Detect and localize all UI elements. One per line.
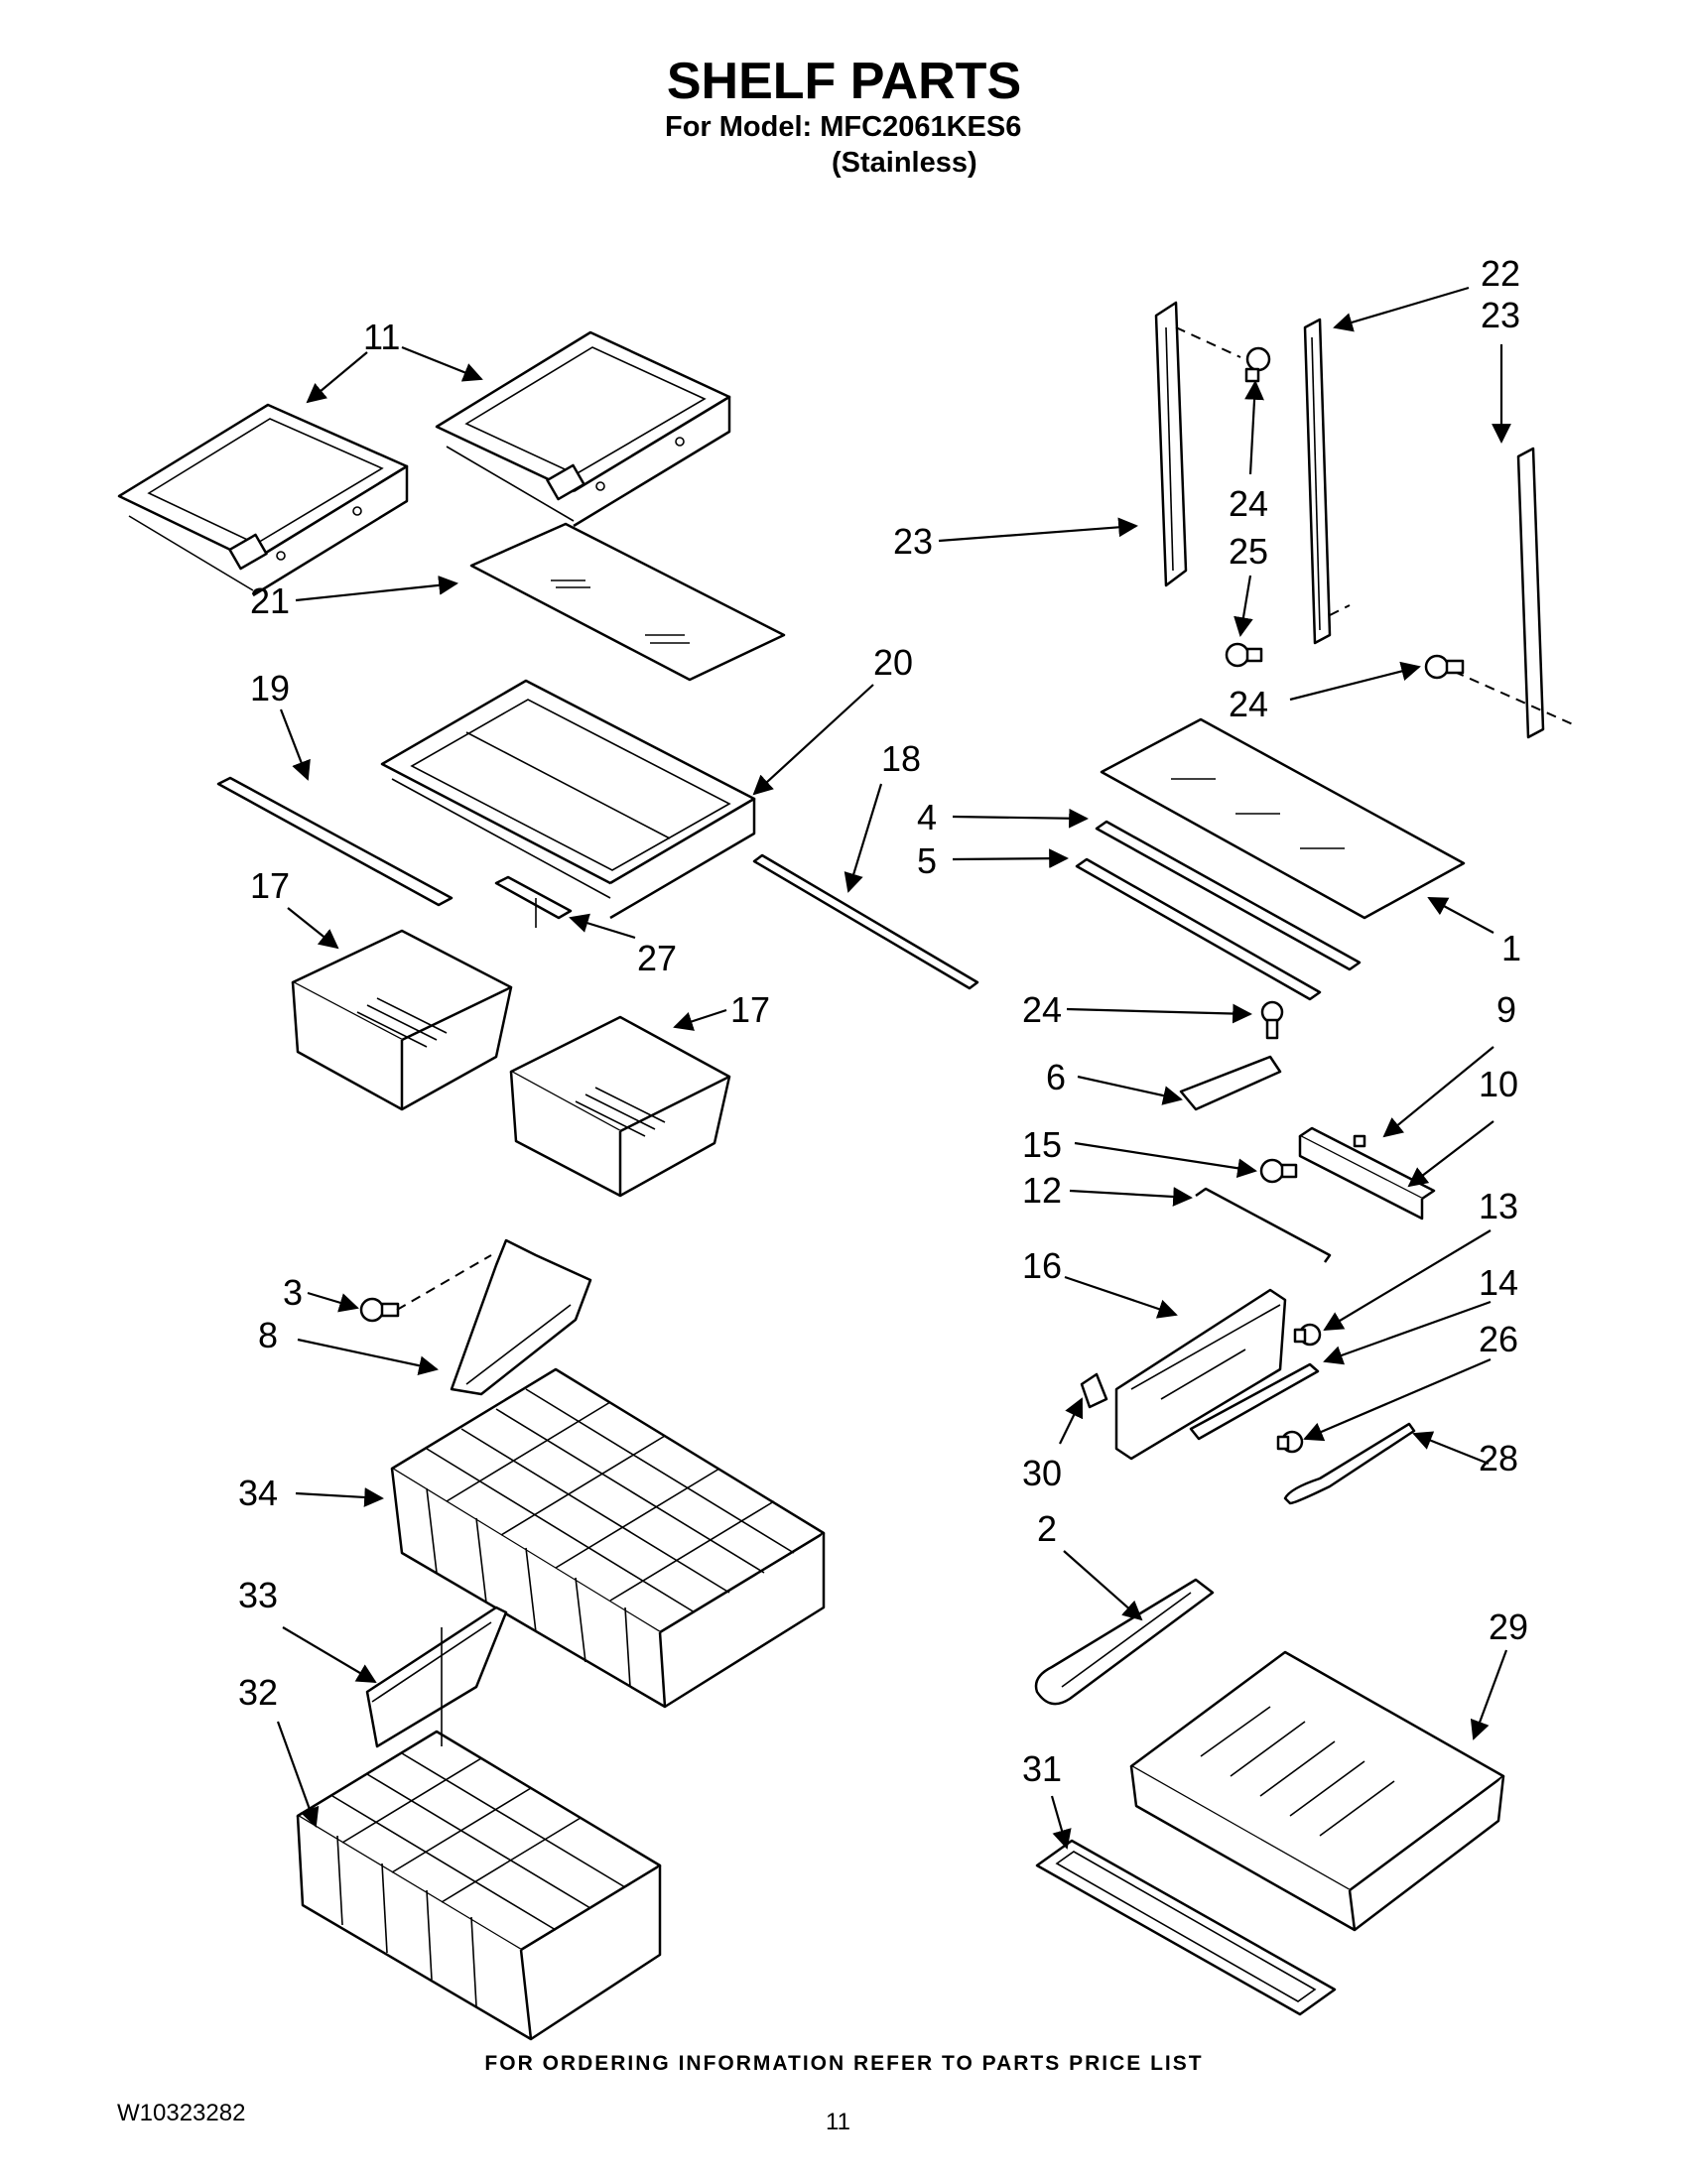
callout-17-right: 17 bbox=[730, 989, 770, 1030]
callout-29: 29 bbox=[1489, 1606, 1528, 1647]
callout-14: 14 bbox=[1479, 1262, 1518, 1303]
shelf-frame-right-drawing bbox=[435, 330, 731, 528]
small-divider-drawing bbox=[494, 875, 573, 928]
callout-34: 34 bbox=[238, 1473, 278, 1513]
wire-basket-upper-drawing bbox=[390, 1367, 826, 1709]
callout-20: 20 bbox=[873, 642, 913, 683]
callout-1: 1 bbox=[1501, 928, 1521, 968]
screw-right-drawing bbox=[1424, 654, 1465, 680]
callout-3: 3 bbox=[283, 1272, 303, 1313]
callout-28: 28 bbox=[1479, 1438, 1518, 1478]
drawer-handle-trim-drawing bbox=[1034, 1578, 1215, 1706]
document-number: W10323282 bbox=[117, 2100, 246, 2126]
crisper-drawer-left-drawing bbox=[291, 929, 513, 1111]
screw-3-drawing bbox=[359, 1297, 400, 1323]
shelf-ladder-left-drawing bbox=[1154, 301, 1188, 587]
glass-shelf-drawing bbox=[1100, 717, 1466, 920]
shelf-ladder-right-drawing bbox=[1516, 447, 1545, 739]
trim-strip-drawing bbox=[216, 776, 454, 907]
model-line: For Model: MFC2061KES6 bbox=[665, 111, 1022, 143]
callout-30: 30 bbox=[1022, 1453, 1062, 1493]
clip-30-drawing bbox=[1080, 1372, 1108, 1409]
callout-22: 22 bbox=[1481, 253, 1520, 294]
callout-9: 9 bbox=[1496, 989, 1516, 1030]
callout-12: 12 bbox=[1022, 1170, 1062, 1211]
model-variant: (Stainless) bbox=[832, 147, 977, 179]
crisper-cover-frame-drawing bbox=[380, 679, 756, 920]
callout-24-lower: 24 bbox=[1022, 989, 1062, 1030]
callout-31: 31 bbox=[1022, 1748, 1062, 1789]
page-title: SHELF PARTS bbox=[666, 53, 1022, 110]
callout-5: 5 bbox=[917, 840, 937, 881]
long-trim-rod-drawing bbox=[752, 853, 979, 990]
callout-15: 15 bbox=[1022, 1124, 1062, 1165]
callout-6: 6 bbox=[1046, 1057, 1066, 1097]
slide-rod-drawing bbox=[1195, 1187, 1332, 1263]
callout-11: 11 bbox=[363, 317, 400, 357]
callout-19: 19 bbox=[250, 668, 290, 708]
callout-25: 25 bbox=[1229, 531, 1268, 572]
callout-23-right: 23 bbox=[1481, 295, 1520, 335]
deli-drawer-pan-drawing bbox=[1129, 1650, 1505, 1932]
callout-18: 18 bbox=[881, 738, 921, 779]
assembly-line-screw-right bbox=[1438, 664, 1574, 725]
callout-24-upper: 24 bbox=[1229, 483, 1268, 524]
shelf-frame-left-drawing bbox=[117, 403, 409, 597]
callout-labels: 11 21 19 20 18 17 17 27 23 22 23 24 25 2… bbox=[238, 253, 1528, 1789]
drawer-slide-housing-drawing bbox=[1114, 1288, 1287, 1461]
basket-divider-drawing bbox=[450, 1238, 592, 1396]
cover-28-drawing bbox=[1283, 1422, 1416, 1505]
ordering-info-note: FOR ORDERING INFORMATION REFER TO PARTS … bbox=[484, 2052, 1204, 2075]
callout-13: 13 bbox=[1479, 1186, 1518, 1226]
callout-32: 32 bbox=[238, 1672, 278, 1713]
callout-10: 10 bbox=[1479, 1064, 1518, 1104]
callout-4: 4 bbox=[917, 797, 937, 837]
shelf-ladder-center-drawing bbox=[1303, 318, 1332, 645]
shelf-trim-rear-drawing bbox=[1075, 857, 1322, 1001]
callout-leaders bbox=[276, 286, 1511, 1850]
assembly-line-screw-left bbox=[1175, 326, 1241, 358]
callout-21: 21 bbox=[250, 580, 290, 621]
callout-2: 2 bbox=[1037, 1508, 1057, 1549]
slide-rail-upper-drawing bbox=[1298, 1126, 1436, 1220]
callout-8: 8 bbox=[258, 1315, 278, 1355]
shelf-trim-front-drawing bbox=[1095, 820, 1362, 971]
callout-27: 27 bbox=[637, 938, 677, 978]
callout-16: 16 bbox=[1022, 1245, 1062, 1286]
screw-15-drawing bbox=[1259, 1158, 1298, 1184]
callout-17-left: 17 bbox=[250, 865, 290, 906]
slide-rail-lower-drawing bbox=[1189, 1362, 1320, 1441]
basket-divider-lower-drawing bbox=[365, 1606, 508, 1748]
callout-33: 33 bbox=[238, 1575, 278, 1615]
assembly-line-ladder-center bbox=[1329, 604, 1351, 616]
callout-26: 26 bbox=[1479, 1319, 1518, 1359]
screw-13-drawing bbox=[1293, 1323, 1322, 1347]
callout-24-middle: 24 bbox=[1229, 684, 1268, 724]
page-number: 11 bbox=[826, 2109, 850, 2135]
assembly-line-screw-3 bbox=[396, 1254, 492, 1311]
crisper-drawer-right-drawing bbox=[509, 1015, 731, 1198]
bracket-drawing bbox=[1179, 1055, 1282, 1111]
wire-basket-lower-drawing bbox=[296, 1730, 662, 2041]
screw-26-drawing bbox=[1276, 1430, 1304, 1454]
screw-middle-drawing bbox=[1225, 642, 1263, 668]
glass-shelf-insert-drawing bbox=[469, 522, 786, 682]
screw-upper-drawing bbox=[1244, 346, 1271, 383]
screw-lower-drawing bbox=[1260, 1000, 1284, 1040]
callout-23-left: 23 bbox=[893, 521, 933, 562]
